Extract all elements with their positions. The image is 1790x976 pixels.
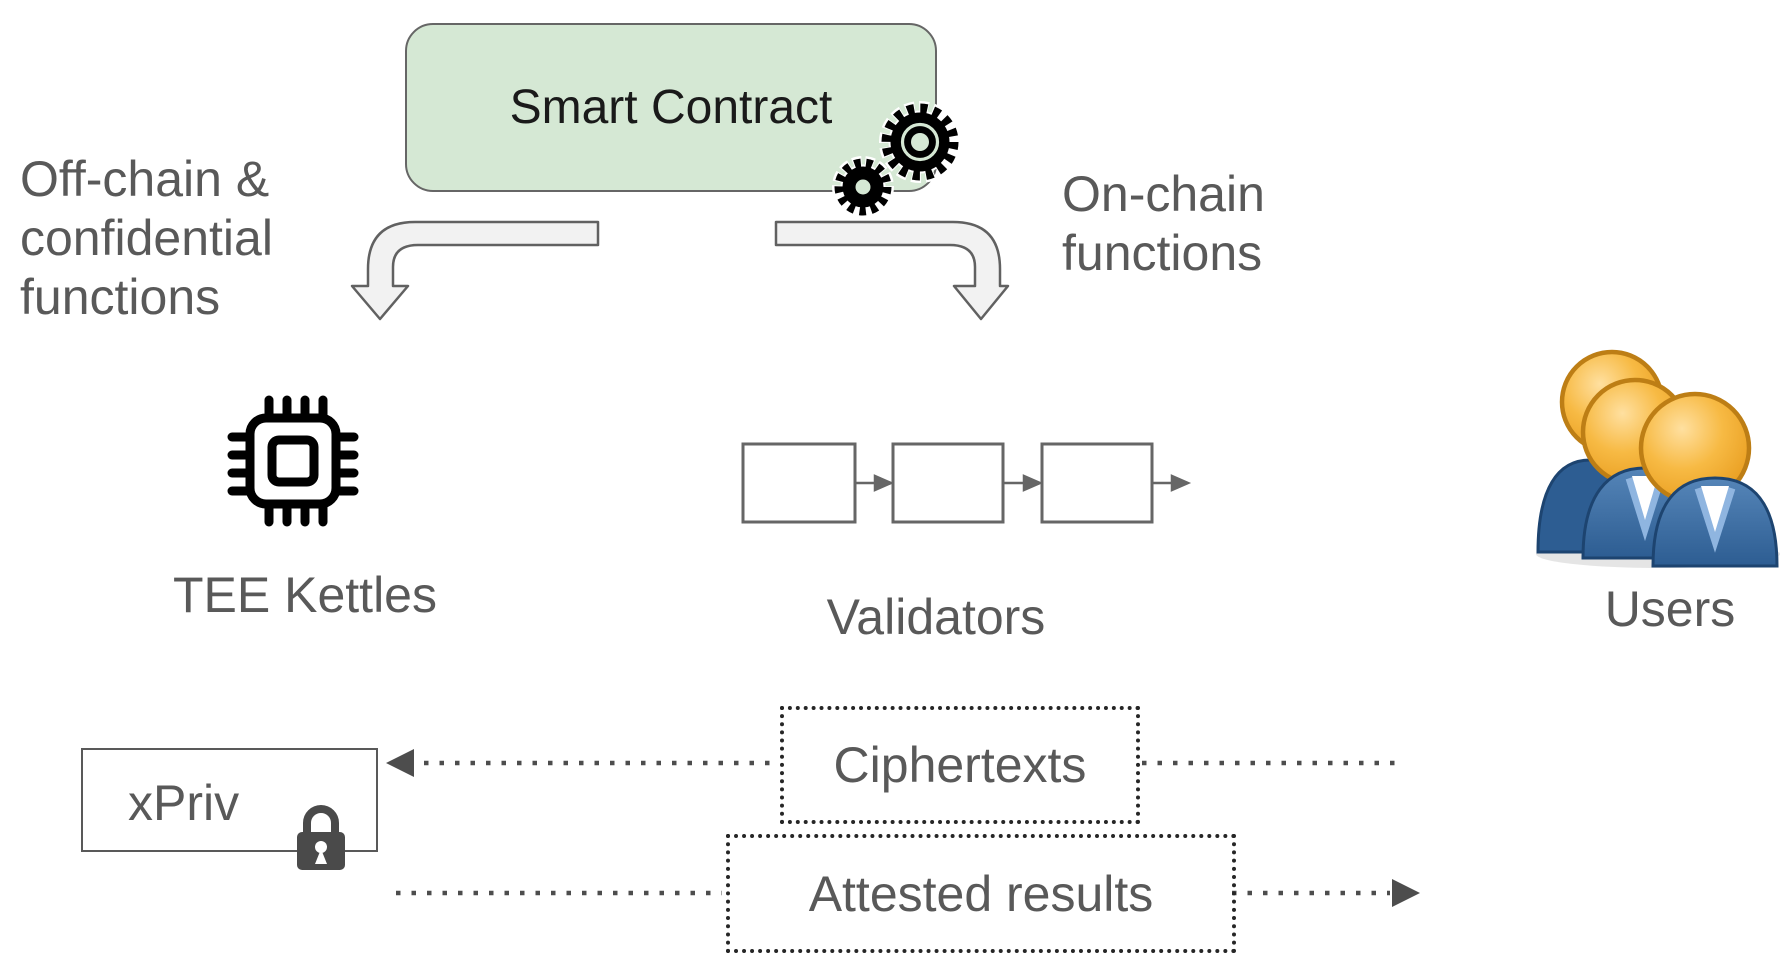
offchain-functions-label: Off-chain & confidential functions: [20, 151, 273, 325]
offchain-branch-arrow: [350, 220, 600, 321]
padlock-icon: [297, 805, 345, 870]
onchain-branch-arrow: [774, 220, 1010, 321]
ciphertexts-label: Ciphertexts: [833, 737, 1087, 793]
ciphertexts-arrowhead: [386, 749, 414, 777]
attested-results-label: Attested results: [808, 865, 1154, 922]
gear-large: [879, 101, 961, 183]
ciphertexts-node: Ciphertexts: [780, 706, 1140, 824]
block-2: [891, 442, 1005, 524]
users-group-icon: [1536, 349, 1780, 568]
xpriv-label: xPriv: [128, 774, 240, 831]
xpriv-node: xPriv: [81, 748, 378, 852]
smart-contract-label: Smart Contract: [509, 81, 833, 134]
onchain-functions-label: On-chain functions: [1062, 166, 1265, 281]
users-label: Users: [1604, 581, 1736, 637]
cpu-chip-icon: [227, 395, 359, 527]
block-1: [741, 442, 857, 524]
attested-arrowhead: [1392, 879, 1420, 907]
attested-results-node: Attested results: [726, 834, 1236, 953]
smart-contract-node: Smart Contract: [405, 23, 937, 192]
gears-icon: [832, 101, 961, 218]
gear-small: [832, 156, 894, 218]
blockchain-blocks-icon: [741, 442, 1192, 524]
block-3: [1040, 442, 1154, 524]
dotted-arrows: [386, 749, 1420, 907]
validators-label: Validators: [826, 589, 1046, 645]
tee-kettles-label: TEE Kettles: [173, 567, 437, 623]
